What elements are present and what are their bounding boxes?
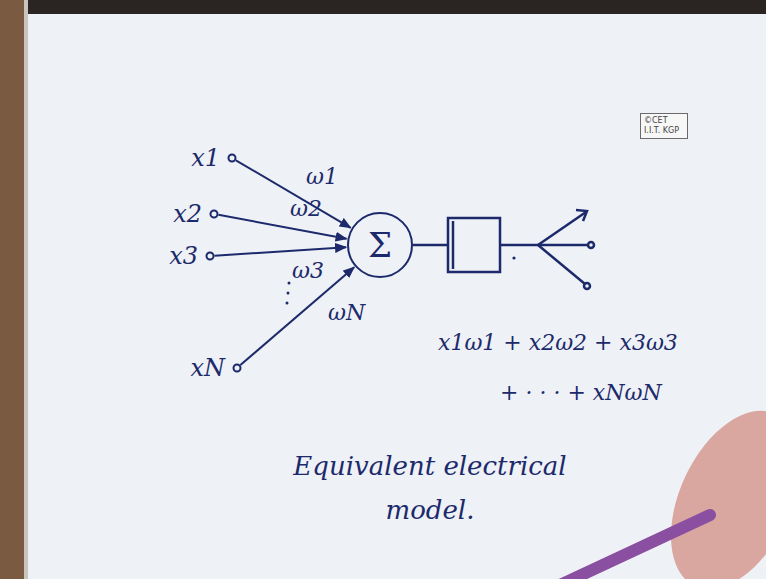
weighted-sum-equation: + · · · + xNωN bbox=[500, 380, 662, 406]
input-terminal: x3 bbox=[169, 242, 216, 270]
input-terminal: x2 bbox=[173, 200, 220, 228]
input-label: x1 bbox=[191, 144, 220, 172]
input-terminal: x1 bbox=[191, 144, 238, 172]
input-label: xN bbox=[190, 354, 225, 382]
weight-label: ωN bbox=[328, 300, 365, 326]
input-label: x2 bbox=[173, 200, 202, 228]
input-label: x3 bbox=[169, 242, 198, 270]
input-terminal: xN bbox=[190, 354, 243, 382]
terminal-dot bbox=[231, 362, 243, 374]
copyright-stamp: ©CET I.I.T. KGP bbox=[640, 113, 688, 139]
summation-circle: Σ bbox=[347, 212, 413, 278]
terminal-dot bbox=[204, 250, 216, 262]
stamp-text: ©CET I.I.T. KGP bbox=[644, 116, 684, 136]
caption: Equivalent electrical model. bbox=[285, 444, 575, 532]
weighted-input-line bbox=[236, 160, 351, 227]
weighted-input-line bbox=[214, 247, 346, 256]
weight-label: ω2 bbox=[290, 196, 322, 222]
weight-label: ω1 bbox=[306, 164, 338, 190]
weight-label: ω3 bbox=[292, 258, 324, 284]
weighted-sum-equation: x1ω1 + x2ω2 + x3ω3 bbox=[438, 330, 678, 356]
terminal-dot bbox=[226, 152, 238, 164]
weighted-input-line bbox=[218, 215, 346, 239]
terminal-dot bbox=[208, 208, 220, 220]
sigma-symbol: Σ bbox=[368, 228, 392, 262]
